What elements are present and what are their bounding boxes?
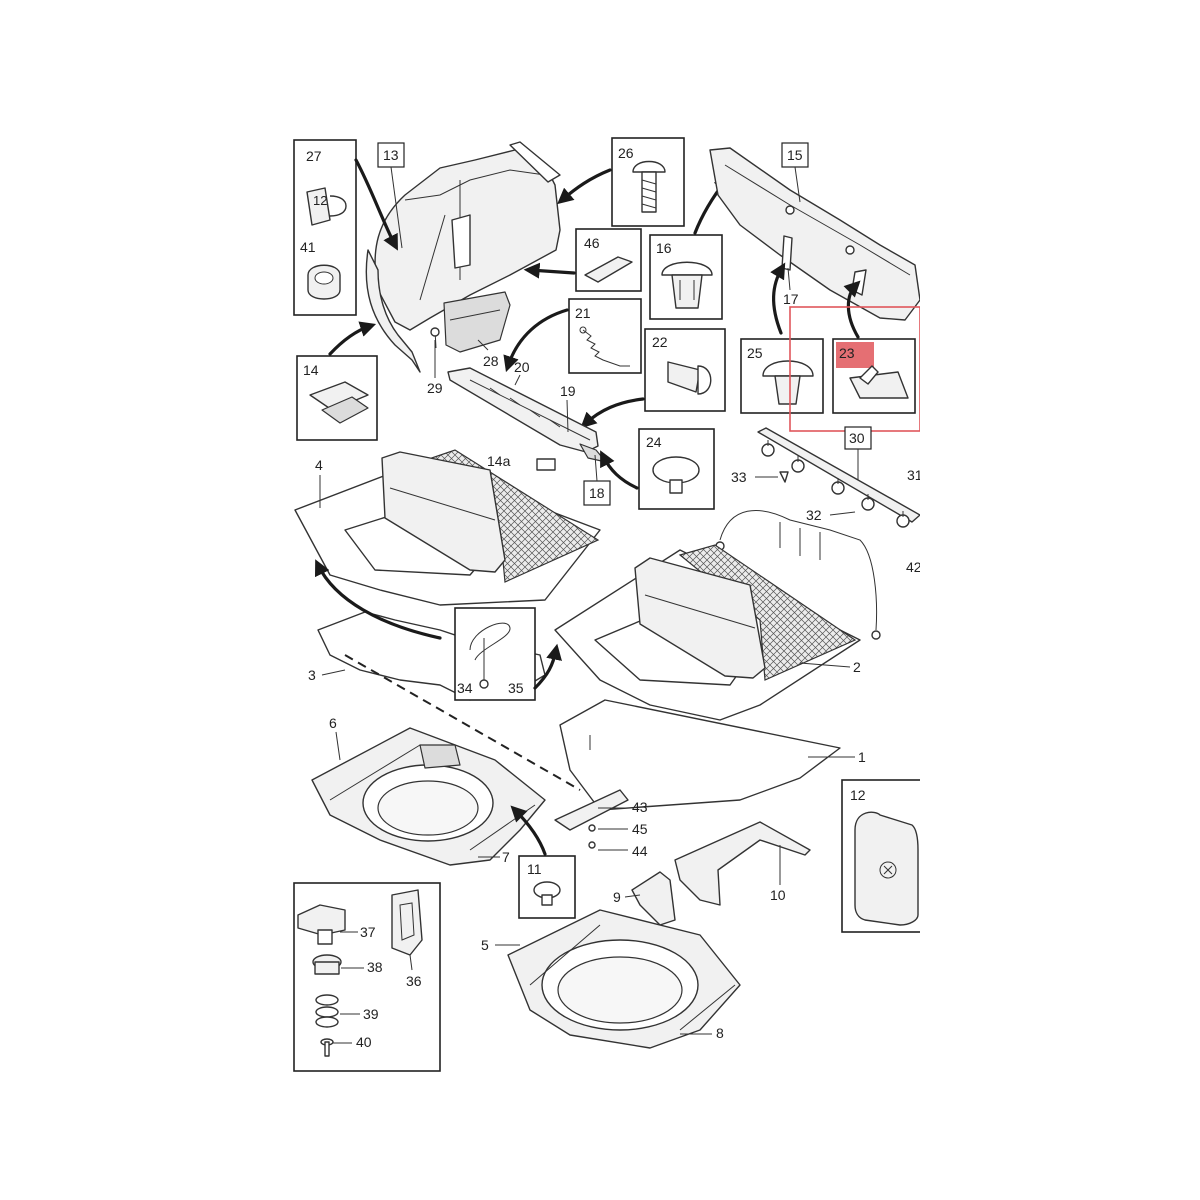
label-14: 14	[303, 362, 319, 378]
pad-46-icon	[584, 256, 633, 283]
screw-26-icon	[632, 160, 666, 213]
label-40: 40	[356, 1034, 372, 1050]
button-24-icon	[652, 456, 700, 494]
label-39: 39	[363, 1006, 379, 1022]
label-25: 25	[747, 345, 763, 361]
inset-box-46	[575, 228, 642, 292]
label-38: 38	[367, 959, 383, 975]
highlight-23-marker	[836, 342, 874, 368]
label-24: 24	[646, 434, 662, 450]
floor-panel-4	[294, 449, 601, 606]
label-7: 7	[502, 849, 510, 865]
rear-panel-15	[709, 147, 920, 321]
spring-21-icon	[579, 326, 630, 367]
label-15: 15	[787, 147, 803, 163]
sill-trim-20	[447, 367, 607, 463]
clip-11-icon	[533, 881, 561, 906]
box-13	[377, 142, 405, 168]
clip-41-icon	[307, 264, 341, 300]
label-34: 34	[457, 680, 473, 696]
part-14a-icon	[536, 458, 556, 471]
storage-tray-6	[311, 727, 546, 866]
label-8: 8	[716, 1025, 724, 1041]
bracket-9-icon	[631, 871, 676, 926]
strap-42	[715, 509, 881, 640]
rail-30	[757, 427, 920, 528]
fastener-39-icon	[315, 994, 339, 1028]
label-22: 22	[652, 334, 668, 350]
label-11: 11	[527, 861, 542, 877]
label-31: 31	[907, 467, 923, 483]
screw-40-icon	[320, 1038, 334, 1057]
label-4: 4	[315, 457, 323, 473]
label-46: 46	[584, 235, 600, 251]
label-13: 13	[383, 147, 399, 163]
clip-22-icon	[667, 361, 712, 395]
label-26: 26	[618, 145, 634, 161]
inset-box-21	[568, 298, 642, 374]
floor-panel-2	[554, 544, 861, 721]
label-27: 27	[306, 148, 322, 164]
knob-37-icon	[297, 904, 346, 945]
label-2: 2	[853, 659, 861, 675]
label-32: 32	[806, 507, 822, 523]
label-1: 1	[858, 749, 866, 765]
label-20: 20	[514, 359, 530, 375]
label-3: 3	[308, 667, 316, 683]
label-33: 33	[731, 469, 747, 485]
storage-tray-5	[507, 909, 741, 1049]
label-17: 17	[783, 291, 799, 307]
bracket-10-icon	[674, 821, 811, 906]
label-30: 30	[849, 430, 865, 446]
strap-43-icon	[554, 789, 629, 849]
clip-16-icon	[661, 261, 713, 309]
label-43: 43	[632, 799, 648, 815]
label-35: 35	[508, 680, 524, 696]
label-28: 28	[483, 353, 499, 369]
side-trim-panel-13	[365, 141, 561, 373]
box-18	[583, 480, 611, 506]
label-29: 29	[427, 380, 443, 396]
label-12: 12	[850, 787, 866, 803]
pad-14-icon	[309, 381, 369, 424]
label-16: 16	[656, 240, 672, 256]
label-45: 45	[632, 821, 648, 837]
first-aid-kit-12-icon	[854, 811, 919, 926]
label-42: 42	[906, 559, 922, 575]
bracket-36-icon	[391, 889, 423, 956]
nut-38-icon	[312, 954, 342, 975]
floor-panel-1	[559, 699, 841, 811]
clip-25-icon	[762, 360, 814, 405]
clip-23-icon	[849, 365, 909, 399]
label-18: 18	[589, 485, 605, 501]
label-9: 9	[613, 889, 621, 905]
inset-box-34-35	[454, 607, 536, 701]
hook-34-35-icon	[469, 622, 511, 689]
label-6: 6	[329, 715, 337, 731]
label-10: 10	[770, 887, 786, 903]
label-23: 23	[839, 345, 855, 361]
label-41: 41	[300, 239, 316, 255]
label-5: 5	[481, 937, 489, 953]
label-14a: 14a	[487, 453, 511, 469]
label-37: 37	[360, 924, 376, 940]
label-21: 21	[575, 305, 591, 321]
label-36: 36	[406, 973, 422, 989]
clip-27-icon: 12	[306, 187, 347, 226]
clip-marking: 12	[313, 193, 327, 208]
label-44: 44	[632, 843, 648, 859]
label-19: 19	[560, 383, 576, 399]
